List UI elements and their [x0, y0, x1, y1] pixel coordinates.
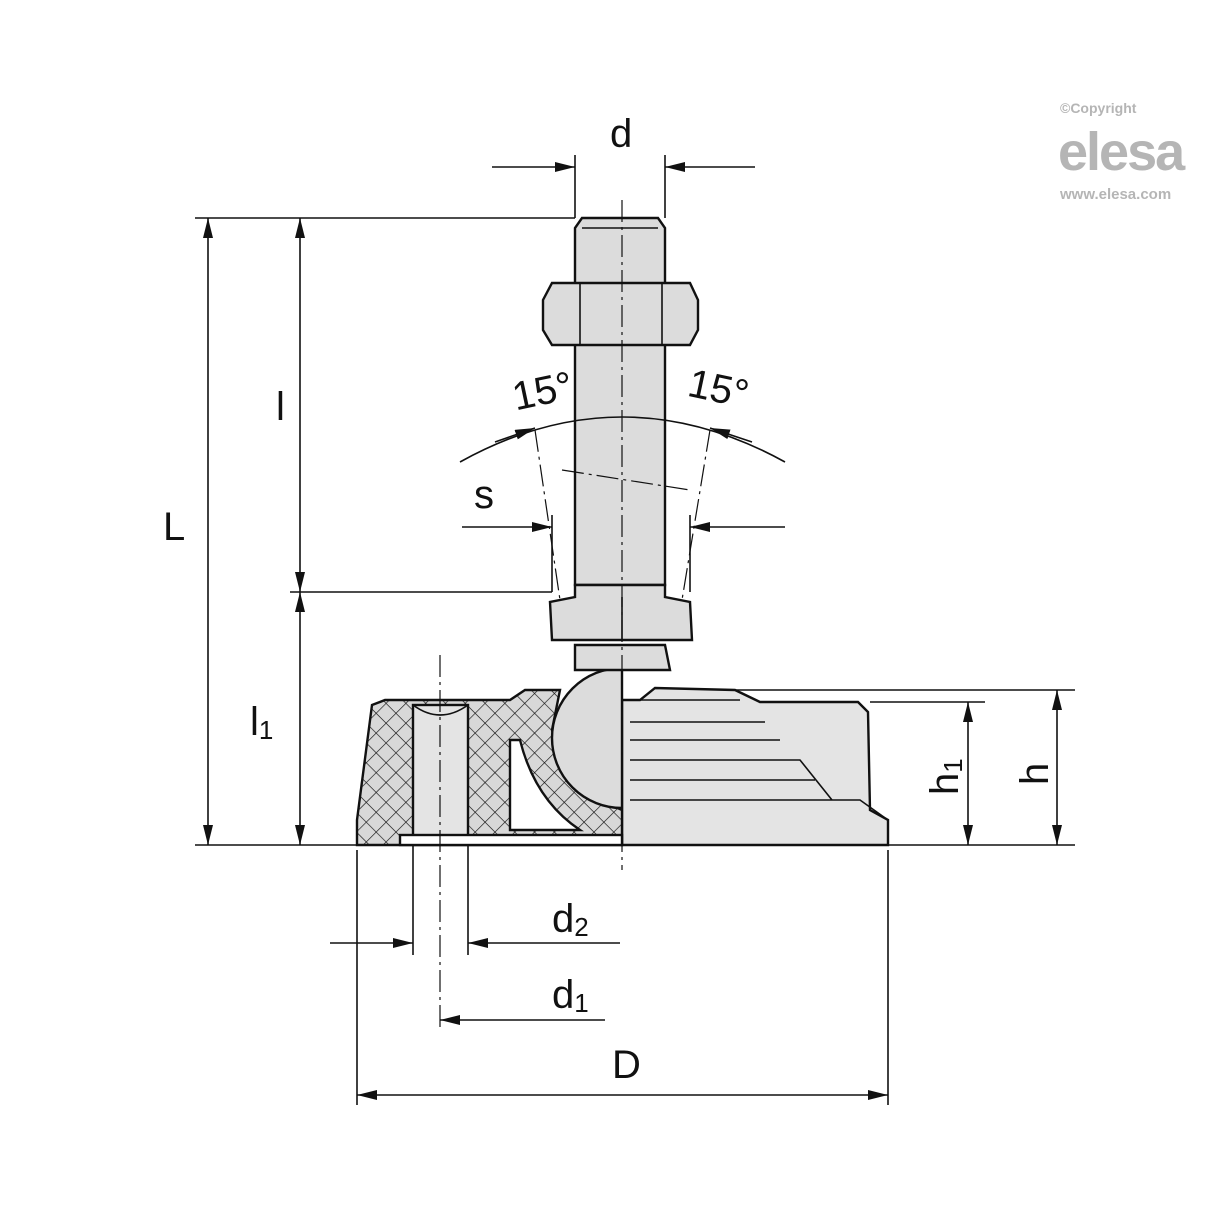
label-s: s [474, 473, 494, 517]
label-d1: d1 [552, 973, 589, 1018]
label-l: l [276, 385, 285, 429]
label-h: h [1013, 763, 1057, 785]
label-angle-left: 15° [508, 364, 576, 420]
label-d: d [610, 112, 632, 156]
label-l1: l1 [250, 700, 273, 745]
label-d2: d2 [552, 897, 589, 942]
svg-text:www.elesa.com: www.elesa.com [1059, 186, 1171, 203]
elesa-logo: ©Copyright elesa www.elesa.com [1058, 100, 1188, 203]
label-D: D [612, 1043, 641, 1087]
ball-joint [550, 666, 624, 810]
dimension-lines [195, 155, 1075, 1105]
svg-text:©Copyright: ©Copyright [1060, 100, 1137, 116]
svg-text:elesa: elesa [1058, 122, 1186, 182]
label-L: L [163, 505, 185, 549]
label-h1: h1 [923, 758, 968, 795]
threaded-stud [541, 216, 700, 672]
label-angle-right: 15° [684, 361, 752, 417]
